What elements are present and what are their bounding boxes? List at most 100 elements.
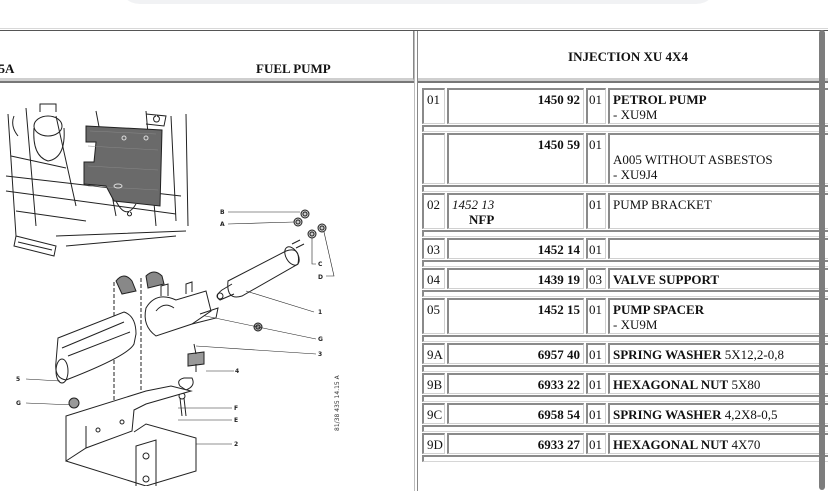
part-spec: 5X80 xyxy=(728,377,761,392)
row-separator xyxy=(422,364,828,373)
spacer-illustration xyxy=(55,311,137,409)
part-quantity: 01 xyxy=(586,373,606,394)
part-description: SPRING WASHER 4,2X8-0,5 xyxy=(608,403,828,424)
part-number[interactable]: 6933 22 xyxy=(447,373,584,394)
part-number[interactable]: 6933 27 xyxy=(447,433,584,454)
parts-header: INJECTION XU 4X4 xyxy=(418,31,828,81)
part-spec: 4,2X8-0,5 xyxy=(721,407,778,422)
part-ref xyxy=(422,133,445,184)
part-number[interactable]: 1452 15 xyxy=(447,298,584,334)
row-separator xyxy=(422,229,828,238)
callout-D: D xyxy=(318,274,323,281)
part-quantity: 01 xyxy=(586,298,606,334)
part-ref: 01 xyxy=(422,88,445,124)
part-name-text: PUMP SPACER xyxy=(613,302,705,317)
callout-labels: B A C D 1 G 3 4 5 G F E 2 xyxy=(16,209,323,448)
part-name: PUMP BRACKET xyxy=(613,197,828,212)
mount-illustration xyxy=(178,343,205,417)
top-rule xyxy=(0,28,828,31)
part-name-text: PETROL PUMP xyxy=(613,92,707,107)
row-separator xyxy=(422,334,828,343)
part-number[interactable]: 6957 40 xyxy=(447,343,584,364)
row-separator xyxy=(422,424,828,433)
part-spec: 5X12,2-0,8 xyxy=(721,347,784,362)
base-bracket-illustration xyxy=(65,385,197,486)
drawing-reference: 81/38 435 14.15 A xyxy=(334,375,341,431)
fuel-pump-illustration xyxy=(216,209,327,332)
vertical-scrollbar[interactable] xyxy=(819,30,825,490)
part-description: HEXAGONAL NUT 4X70 xyxy=(608,433,828,454)
part-note: - XU9J4 xyxy=(613,167,658,182)
part-note: A005 WITHOUT ASBESTOS xyxy=(613,152,773,167)
callout-E: E xyxy=(234,417,238,424)
part-number-text: 1452 13 xyxy=(452,197,495,212)
callout-4: 4 xyxy=(235,368,239,375)
part-number[interactable]: 1450 59 xyxy=(447,133,584,184)
exploded-diagram[interactable]: B A C D 1 G 3 4 5 G F E 2 xyxy=(0,86,414,486)
part-name-text: HEXAGONAL NUT xyxy=(613,437,729,452)
diagram-panel: 15A FUEL PUMP xyxy=(0,31,415,491)
part-name: VALVE SUPPORT xyxy=(613,272,828,287)
application-title: INJECTION XU 4X4 xyxy=(568,49,688,64)
separator-cell xyxy=(422,425,828,432)
part-name-text: PUMP BRACKET xyxy=(613,197,712,212)
part-description: PUMP SPACER- XU9M xyxy=(608,298,828,334)
part-ref: 9D xyxy=(422,433,445,454)
separator-cell xyxy=(422,395,828,402)
part-quantity: 01 xyxy=(586,238,606,259)
part-number[interactable]: 6958 54 xyxy=(447,403,584,424)
row-separator xyxy=(422,184,828,193)
separator-cell xyxy=(422,185,828,192)
nfp-label: NFP xyxy=(469,212,495,227)
callout-B: B xyxy=(220,209,225,216)
part-name: PUMP SPACER xyxy=(613,302,828,317)
row-separator xyxy=(422,259,828,268)
address-bar[interactable] xyxy=(118,0,718,4)
part-description: SPRING WASHER 5X12,2-0,8 xyxy=(608,343,828,364)
separator-cell xyxy=(422,455,828,462)
part-name-text: SPRING WASHER xyxy=(613,407,722,422)
diagram-header: 15A FUEL PUMP xyxy=(0,31,414,81)
part-quantity: 01 xyxy=(586,193,606,229)
part-note: - XU9M xyxy=(613,317,658,332)
part-name-text: VALVE SUPPORT xyxy=(613,272,720,287)
header-rule xyxy=(418,81,828,83)
part-quantity: 03 xyxy=(586,268,606,289)
part-quantity: 01 xyxy=(586,88,606,124)
part-quantity: 01 xyxy=(586,133,606,184)
separator-cell xyxy=(422,230,828,237)
callout-lines xyxy=(25,211,335,445)
section-code: 15A xyxy=(0,61,15,76)
part-name: HEXAGONAL NUT 4X70 xyxy=(613,437,828,452)
section-title: FUEL PUMP xyxy=(256,61,331,76)
part-ref: 9A xyxy=(422,343,445,364)
part-number[interactable]: 1450 92 xyxy=(447,88,584,124)
part-ref: 02 xyxy=(422,193,445,229)
callout-C: C xyxy=(318,261,323,268)
part-spec: 4X70 xyxy=(728,437,761,452)
row-separator xyxy=(422,289,828,298)
callout-G: G xyxy=(318,336,323,343)
part-number[interactable]: 1452 14 xyxy=(447,238,584,259)
part-ref: 03 xyxy=(422,238,445,259)
part-name: PETROL PUMP xyxy=(613,92,828,107)
part-note xyxy=(613,137,828,152)
part-number[interactable]: 1439 19 xyxy=(447,268,584,289)
part-name: SPRING WASHER 4,2X8-0,5 xyxy=(613,407,828,422)
header-rule xyxy=(0,81,414,83)
part-name: SPRING WASHER 5X12,2-0,8 xyxy=(613,347,828,362)
separator-cell xyxy=(422,335,828,342)
heat-shield-illustration xyxy=(83,125,163,207)
engine-bay-illustration xyxy=(5,103,189,257)
